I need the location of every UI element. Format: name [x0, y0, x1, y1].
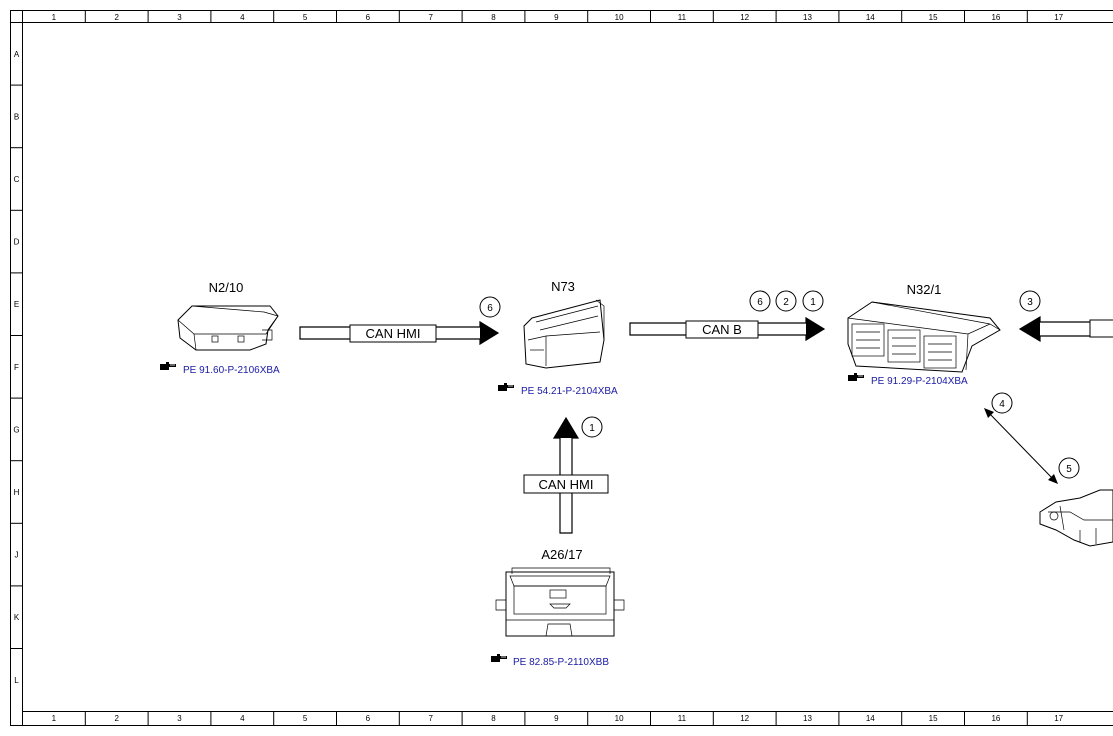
grid-row-label: K [14, 613, 20, 622]
bus-label-can-hmi-2: CAN HMI [539, 477, 594, 492]
module-n2-10-drawing [177, 305, 279, 351]
grid-column-label: 8 [491, 13, 496, 22]
grid-column-label: 6 [366, 714, 371, 723]
grid-column-label: 7 [428, 714, 433, 723]
grid-column-label: 12 [740, 13, 749, 22]
module-a26-17-drawing [495, 567, 625, 637]
grid-column-label: 5 [303, 714, 308, 723]
grid-column-label: 9 [554, 13, 559, 22]
grid-column-label: 1 [52, 714, 57, 723]
grid-column-label: 12 [740, 714, 749, 723]
marker-1-can-b: 1 [802, 290, 824, 312]
marker-5-diagonal: 5 [1058, 457, 1080, 479]
svg-text:1: 1 [589, 423, 595, 434]
marker-6-can-b: 6 [749, 290, 771, 312]
bus-arrow-can-hmi-a26-17-to-n73: CAN HMI [523, 416, 609, 534]
svg-text:6: 6 [757, 297, 763, 308]
marker-1-vertical: 1 [581, 416, 603, 438]
bus-arrow-can-b-n73-to-n32-1: CAN B [629, 316, 826, 342]
connection-diagonal-n32-1-to-component [984, 408, 1058, 484]
grid-column-label: 10 [615, 714, 624, 723]
drawing-frame [10, 10, 1113, 726]
grid-column-label: 11 [678, 13, 687, 22]
grid-column-label: 11 [678, 714, 687, 723]
component-n2-10[interactable]: N2/10 PE 91.60-P-2106XBA [159, 280, 280, 376]
grid-column-label: 13 [803, 714, 812, 723]
svg-text:5: 5 [1066, 464, 1072, 475]
grid-column-label: 10 [615, 13, 624, 22]
marker-4-diagonal: 4 [991, 392, 1013, 414]
bus-arrow-can-hmi-n2-10-to-n73: CAN HMI [299, 320, 500, 346]
grid-column-label: 4 [240, 13, 245, 22]
component-partial-right-drawing [1039, 489, 1113, 547]
module-n32-1-drawing [847, 301, 1001, 373]
component-label-n2-10: N2/10 [209, 280, 244, 295]
bus-label-can-b: CAN B [702, 322, 742, 337]
component-a26-17[interactable]: A26/17 PE 82.85-P-2110XBB [490, 547, 625, 668]
module-n73-drawing [523, 299, 605, 369]
grid-column-label: 5 [303, 13, 308, 22]
grid-column-label: 3 [177, 13, 182, 22]
grid-column-label: 4 [240, 714, 245, 723]
grid-row-label: L [14, 676, 19, 685]
grid-column-label: 8 [491, 714, 496, 723]
grid-row-label: C [14, 175, 20, 184]
reference-link-n32-1[interactable]: PE 91.29-P-2104XBA [847, 372, 968, 387]
grid-column-label: 7 [428, 13, 433, 22]
grid-column-label: 13 [803, 13, 812, 22]
grid-row-label: F [14, 363, 19, 372]
grid-left-ruler: A B C D E F G H J K L [10, 22, 23, 685]
reference-link-n2-10[interactable]: PE 91.60-P-2106XBA [159, 361, 280, 376]
grid-column-label: 17 [1054, 714, 1063, 723]
grid-column-label: 2 [114, 714, 119, 723]
reference-text-n2-10: PE 91.60-P-2106XBA [183, 365, 280, 376]
svg-text:6: 6 [487, 303, 493, 314]
bus-arrow-right-incoming [1018, 315, 1113, 343]
grid-row-label: B [14, 112, 19, 121]
component-n73[interactable]: N73 PE 54.21-P-2104XBA [497, 279, 618, 397]
component-n32-1[interactable]: N32/1 PE 91.29-P-2104XBA [847, 282, 1001, 387]
grid-column-label: 16 [991, 13, 1000, 22]
grid-row-label: H [14, 488, 20, 497]
pointing-hand-icon [497, 382, 515, 392]
grid-row-label: E [14, 300, 19, 309]
grid-column-label: 9 [554, 714, 559, 723]
svg-text:4: 4 [999, 399, 1005, 410]
reference-link-a26-17[interactable]: PE 82.85-P-2110XBB [490, 653, 609, 668]
marker-6-n73-input: 6 [479, 296, 501, 318]
grid-row-label: D [14, 238, 20, 247]
grid-row-label: J [15, 551, 19, 560]
component-label-n73: N73 [551, 279, 575, 294]
svg-text:3: 3 [1027, 297, 1033, 308]
pointing-hand-icon [847, 372, 865, 382]
grid-column-label: 6 [366, 13, 371, 22]
reference-text-n32-1: PE 91.29-P-2104XBA [871, 376, 968, 387]
marker-3-right: 3 [1019, 290, 1041, 312]
bus-label-can-hmi-1: CAN HMI [366, 326, 421, 341]
grid-column-label: 14 [866, 714, 875, 723]
grid-column-label: 14 [866, 13, 875, 22]
grid-column-label: 3 [177, 714, 182, 723]
marker-2-can-b: 2 [775, 290, 797, 312]
reference-text-a26-17: PE 82.85-P-2110XBB [513, 657, 609, 668]
grid-column-label: 17 [1054, 13, 1063, 22]
svg-text:1: 1 [810, 297, 816, 308]
grid-row-label: A [14, 50, 20, 59]
grid-column-label: 2 [114, 13, 119, 22]
component-label-a26-17: A26/17 [541, 547, 582, 562]
grid-column-label: 15 [929, 13, 938, 22]
pointing-hand-icon [490, 653, 508, 663]
grid-column-label: 16 [991, 714, 1000, 723]
svg-text:2: 2 [783, 297, 789, 308]
reference-link-n73[interactable]: PE 54.21-P-2104XBA [497, 382, 618, 397]
reference-text-n73: PE 54.21-P-2104XBA [521, 386, 618, 397]
grid-column-label: 1 [52, 13, 57, 22]
component-label-n32-1: N32/1 [907, 282, 942, 297]
grid-row-label: G [13, 425, 19, 434]
grid-column-label: 15 [929, 714, 938, 723]
pointing-hand-icon [159, 361, 177, 371]
